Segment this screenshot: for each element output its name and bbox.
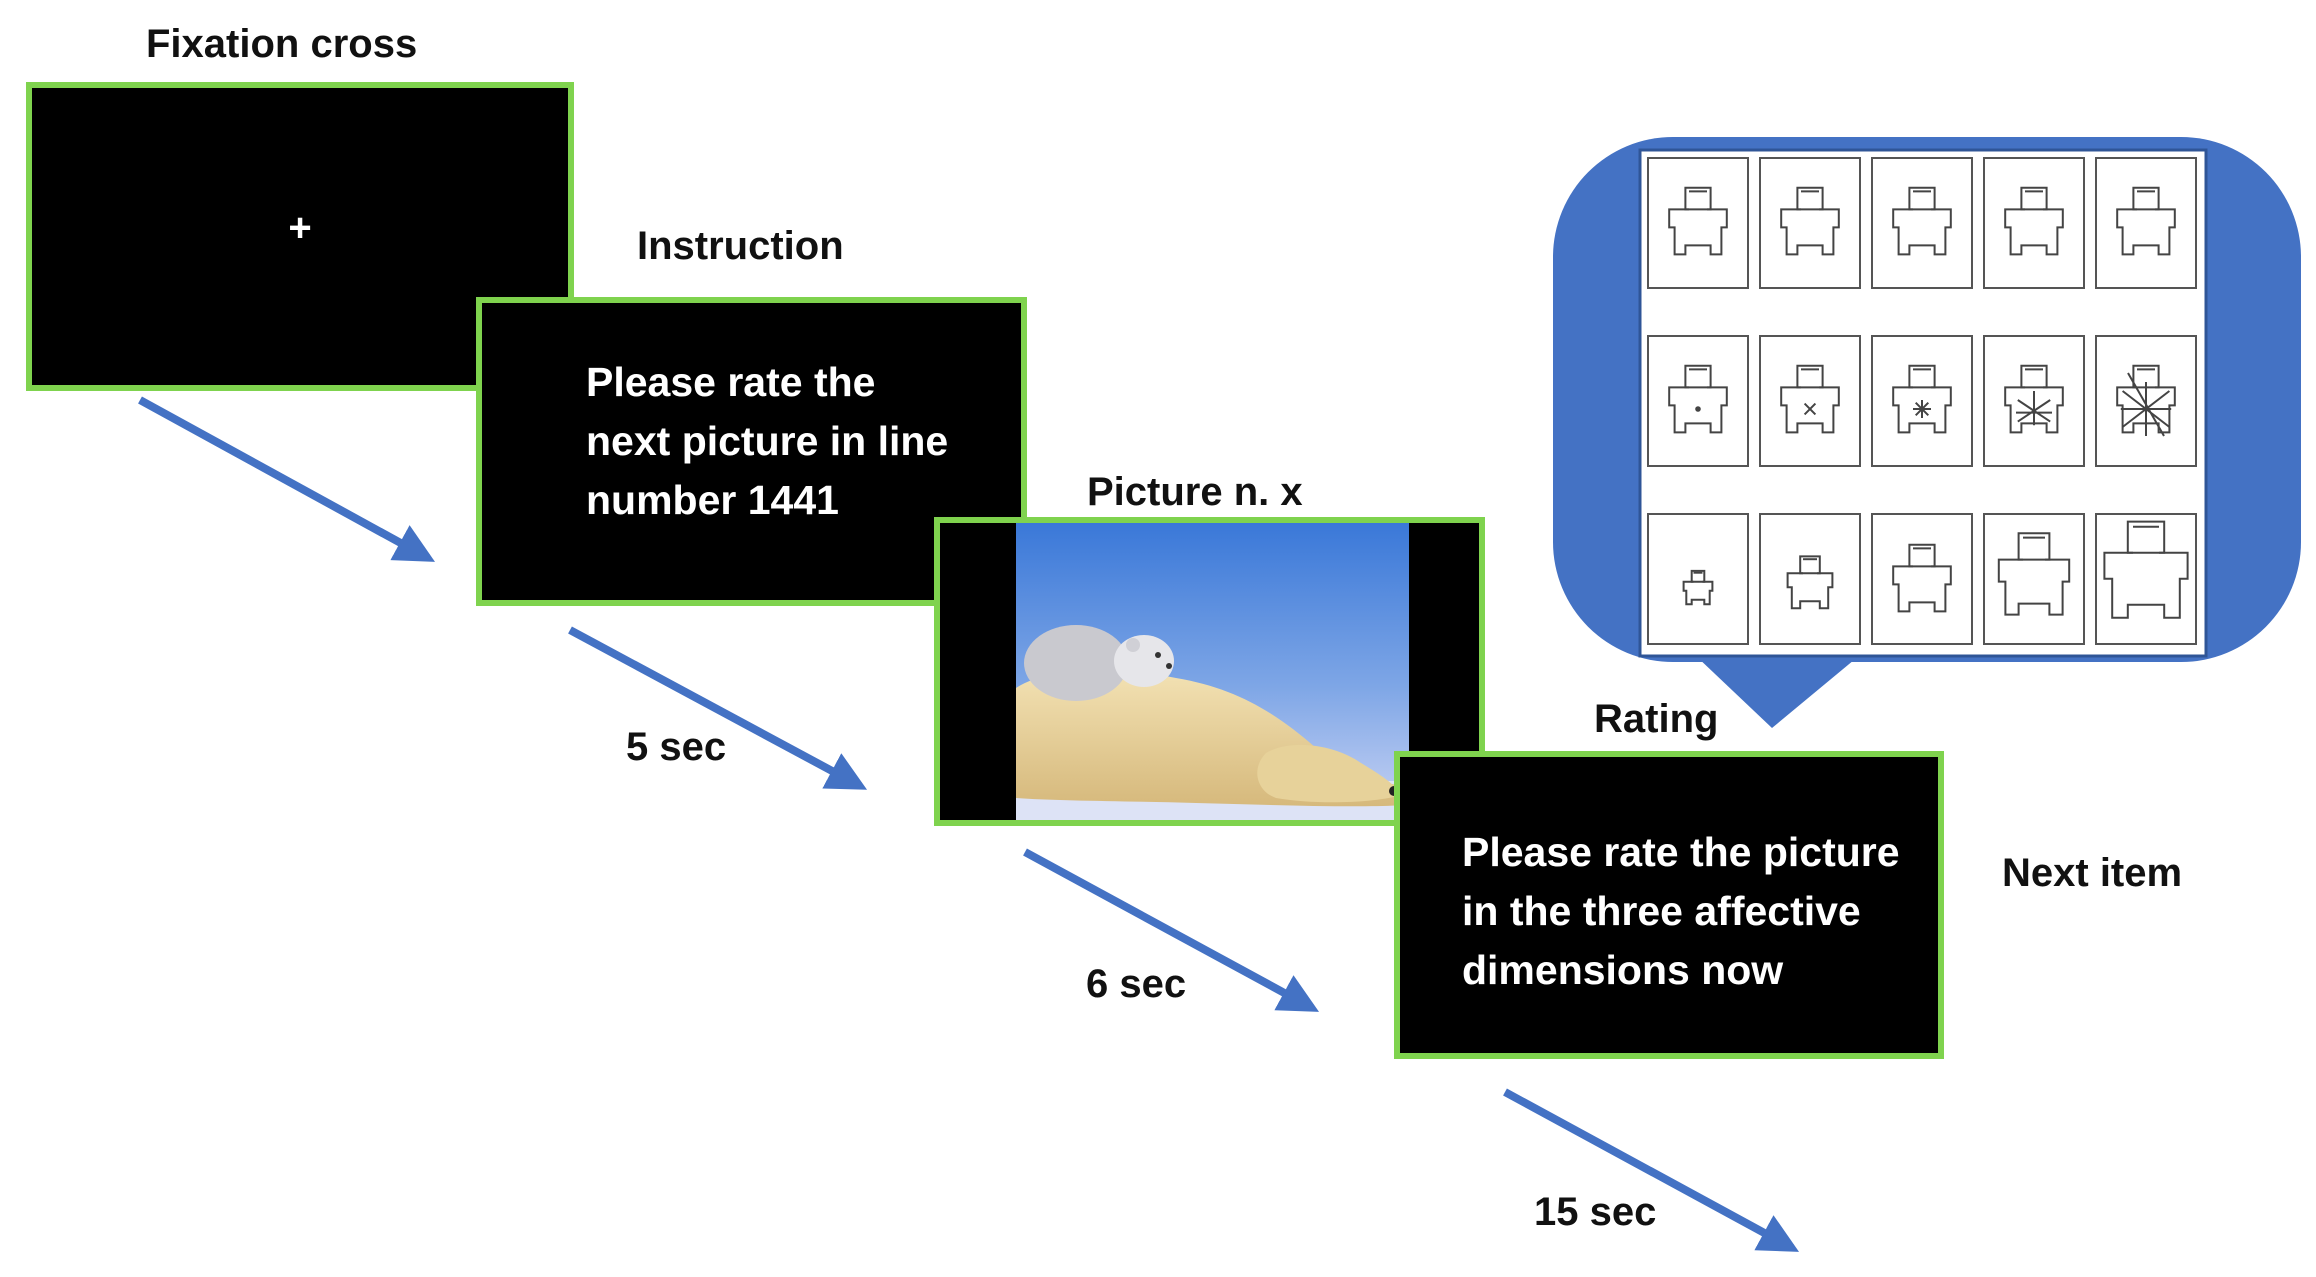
sam-manikin-icon: [1892, 186, 1952, 256]
instruction-line: number 1441: [586, 477, 839, 523]
sam-manikin-icon: [1892, 364, 1952, 434]
sam-cell: [1759, 157, 1861, 289]
instruction-line: next picture in line: [586, 418, 949, 464]
sam-manikin-icon: [2116, 364, 2176, 437]
rating-line: Please rate the picture: [1462, 829, 1900, 875]
timeline-arrow: [1503, 1088, 1800, 1252]
sam-manikin-icon: [1682, 569, 1714, 606]
sam-cell: [1647, 335, 1749, 467]
timeline-arrow: [568, 626, 868, 790]
sam-cell: [1983, 157, 2085, 289]
rating-text: Please rate the picture in the three aff…: [1462, 823, 1900, 1000]
sam-manikin-icon: [1668, 186, 1728, 256]
sam-grid: [1647, 157, 2197, 645]
sam-cell: [1759, 335, 1861, 467]
fixation-title: Fixation cross: [146, 22, 418, 66]
sam-cell: [2095, 157, 2197, 289]
sam-cell: [1983, 513, 2085, 645]
sam-cell: [1871, 157, 1973, 289]
polar-bear-photo: [1016, 523, 1409, 820]
fixation-cross-symbol: +: [288, 206, 312, 250]
sam-manikin-icon: [1892, 543, 1952, 613]
picture-title: Picture n. x: [1087, 470, 1303, 514]
sam-manikin-icon: [1780, 186, 1840, 256]
sam-manikin-icon: [2103, 520, 2189, 619]
duration-label: 5 sec: [626, 725, 727, 769]
rating-line: in the three affective: [1462, 888, 1861, 934]
sam-manikin-icon: [1786, 555, 1834, 610]
sam-manikin-icon: [2004, 364, 2064, 434]
sam-manikin-icon: [2116, 186, 2176, 256]
instruction-title: Instruction: [637, 224, 844, 268]
rating-screen: Please rate the picture in the three aff…: [1394, 751, 1944, 1059]
next-item-label: Next item: [2002, 851, 2183, 895]
sam-manikin-icon: [2004, 186, 2064, 256]
duration-label: 15 sec: [1534, 1190, 1657, 1234]
rating-line: dimensions now: [1462, 947, 1784, 993]
duration-label: 6 sec: [1086, 962, 1187, 1006]
timeline-arrow: [1023, 848, 1320, 1012]
instruction-line: Please rate the: [586, 359, 876, 405]
picture-screen: [934, 517, 1485, 826]
instruction-text: Please rate the next picture in line num…: [586, 353, 948, 530]
sam-cell: [1647, 513, 1749, 645]
sam-manikin-icon: [1780, 364, 1840, 434]
timeline-arrow: [138, 396, 436, 562]
sam-cell: [1871, 513, 1973, 645]
sam-manikin-icon: [1997, 532, 2071, 616]
sam-manikin-icon: [1668, 364, 1728, 434]
rating-title: Rating: [1594, 697, 1719, 741]
sam-cell: [1647, 157, 1749, 289]
sam-cell: [1759, 513, 1861, 645]
